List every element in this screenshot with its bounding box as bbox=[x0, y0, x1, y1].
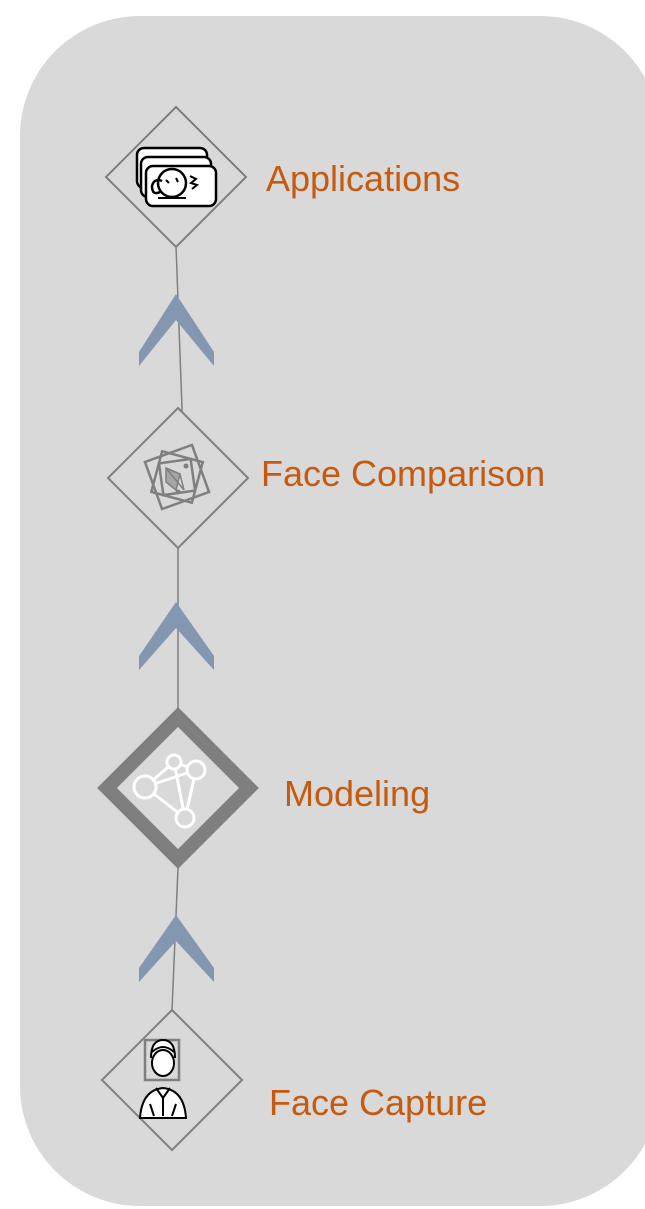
up-arrow-3 bbox=[139, 915, 214, 982]
background-panel bbox=[20, 16, 645, 1206]
face-comparison-node bbox=[106, 406, 250, 550]
applications-node bbox=[104, 105, 248, 249]
modeling-node bbox=[97, 707, 259, 869]
applications-icon bbox=[135, 146, 218, 208]
up-arrow-1 bbox=[139, 294, 214, 366]
face-capture-icon bbox=[138, 1038, 188, 1119]
face-comparison-icon bbox=[143, 443, 211, 511]
modeling-icon bbox=[132, 753, 207, 829]
step-label-modeling: Modeling bbox=[284, 773, 431, 814]
face-capture-node bbox=[100, 1008, 244, 1152]
up-arrow-2 bbox=[139, 602, 214, 670]
step-label-face-comparison: Face Comparison bbox=[261, 453, 546, 494]
step-label-applications: Applications bbox=[266, 158, 461, 199]
step-label-face-capture: Face Capture bbox=[269, 1082, 488, 1123]
